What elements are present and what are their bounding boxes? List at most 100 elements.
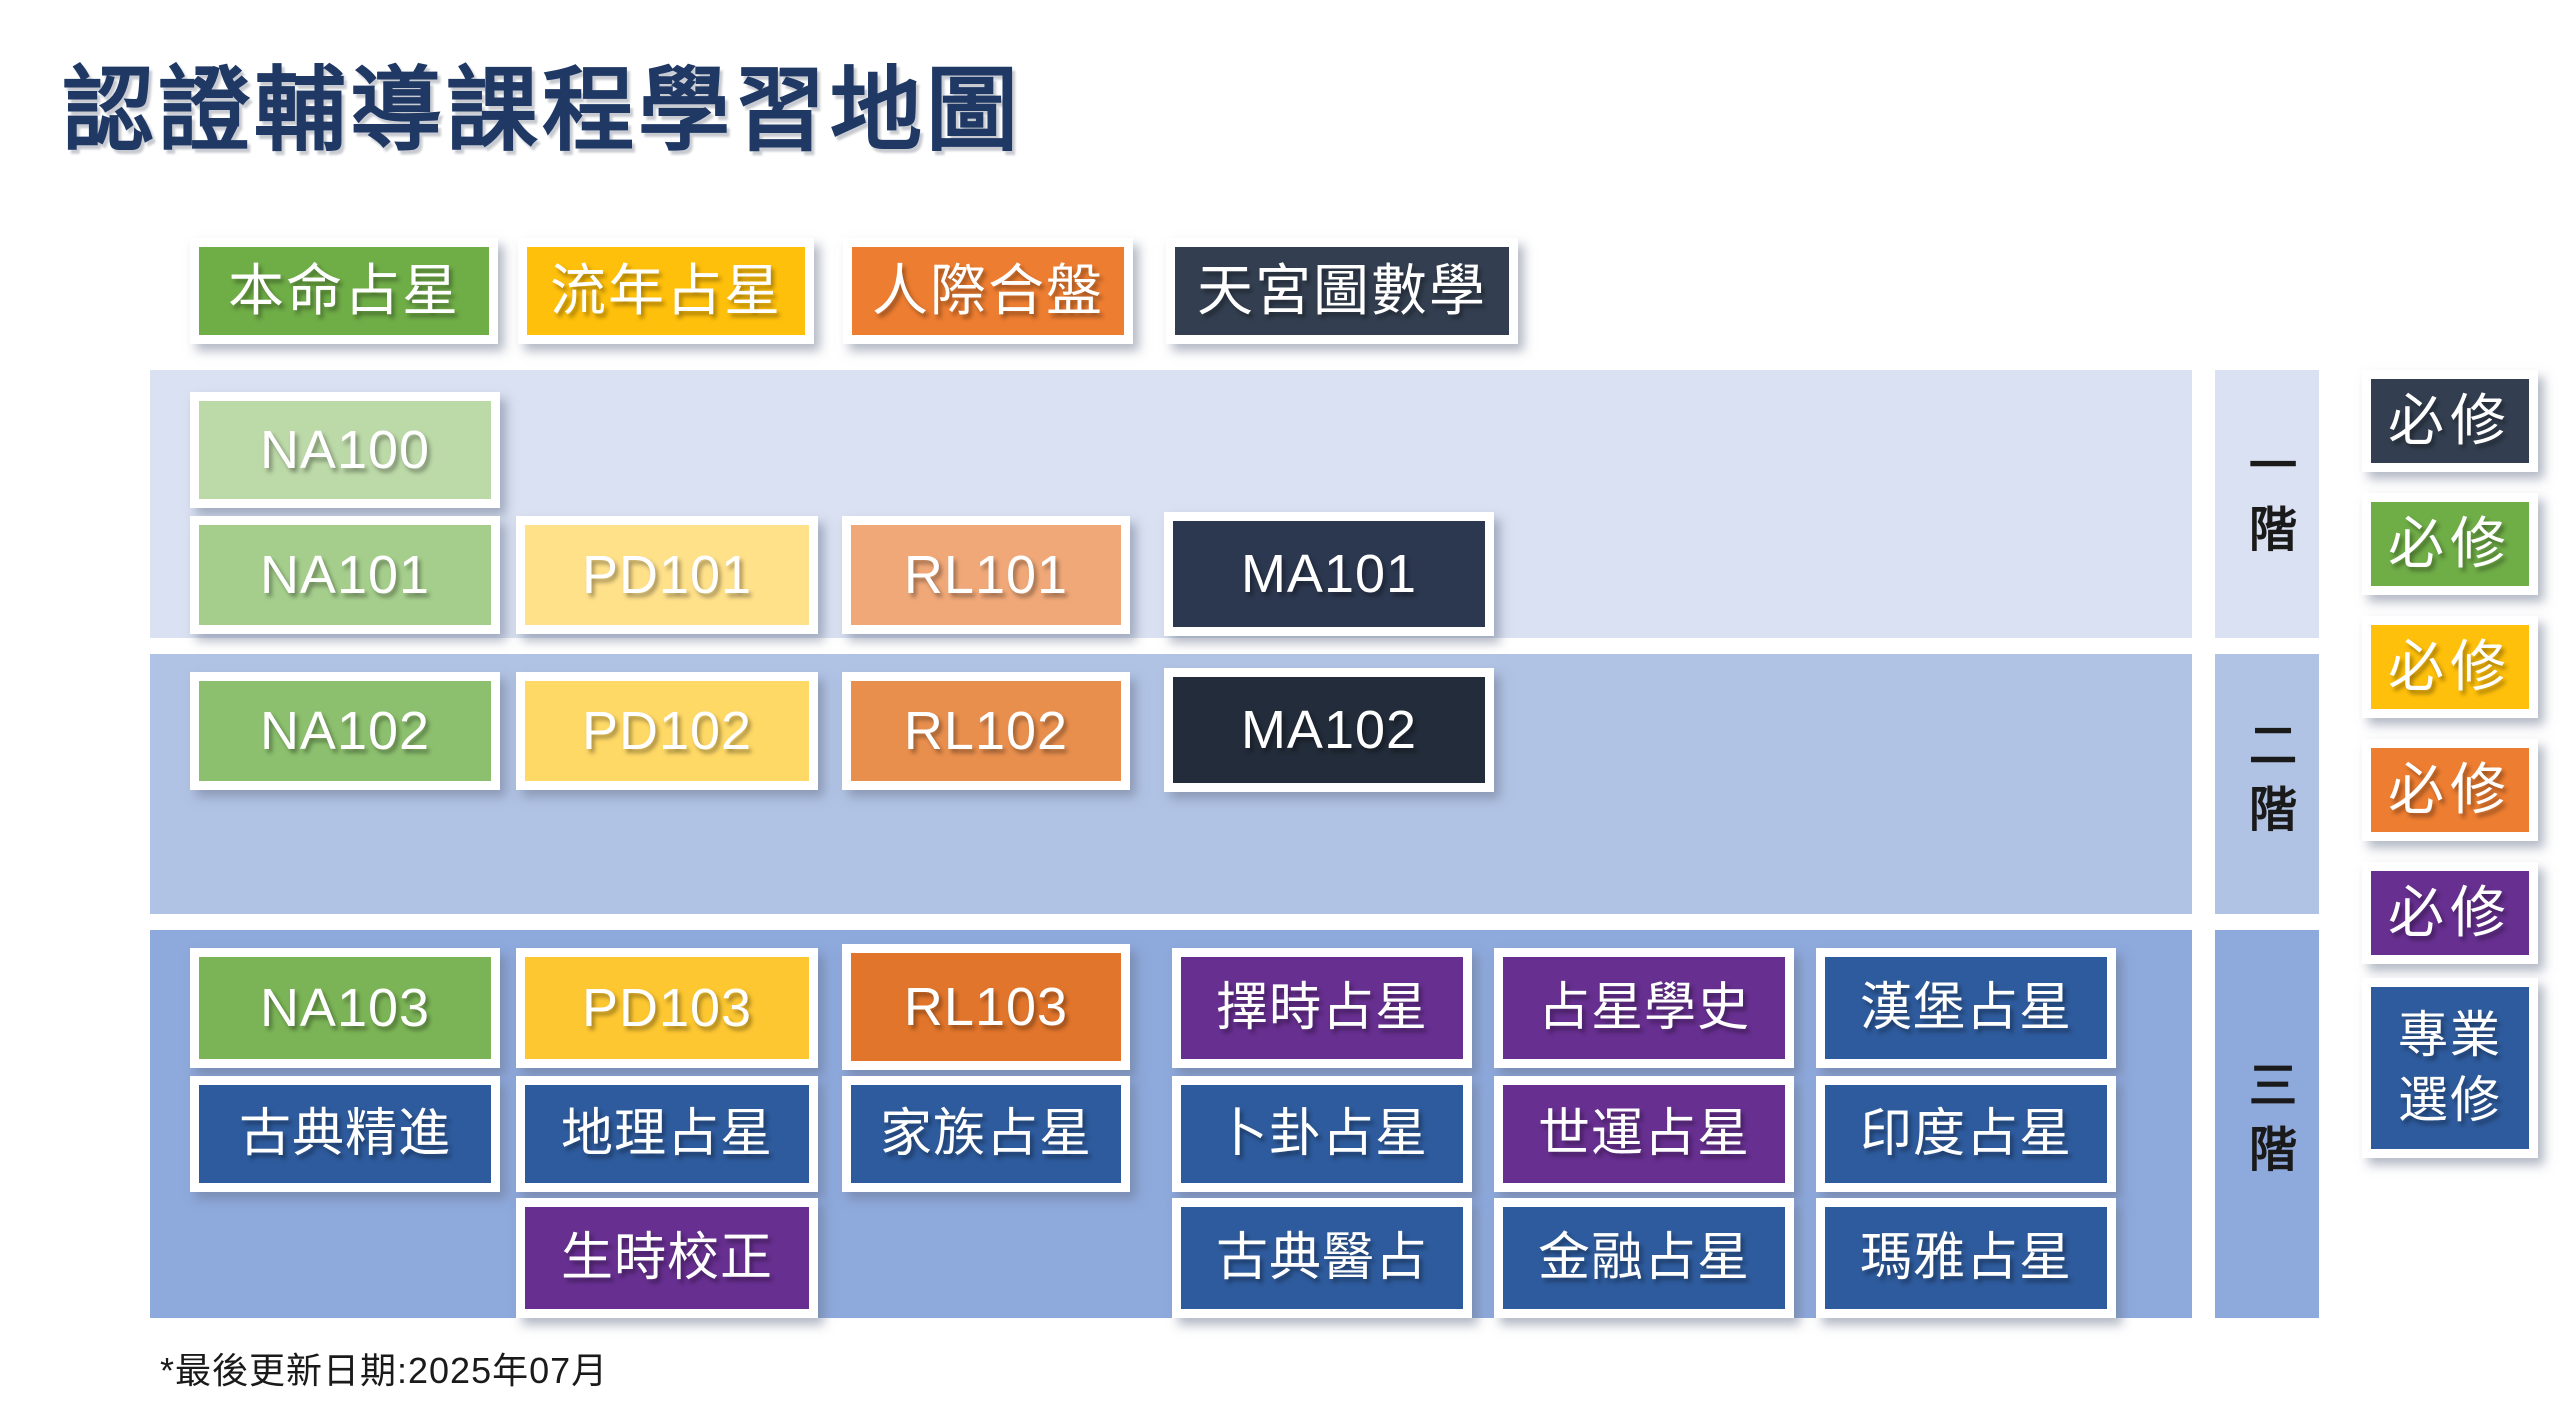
box-fill: 必修 <box>2371 871 2529 955</box>
side-legend-required-orange: 必修 <box>2362 739 2538 841</box>
box-label: 古典精進 <box>238 1105 451 1163</box>
tier2-label: 二階 <box>2241 720 2294 848</box>
box-fill: RL101 <box>851 525 1121 625</box>
box-label: 擇時占星 <box>1215 979 1428 1037</box>
course-box-pd101: PD101 <box>516 516 818 634</box>
box-label: RL103 <box>903 977 1069 1037</box>
course-box-financial-astrology: 金融占星 <box>1494 1198 1794 1318</box>
course-box-ma102: MA102 <box>1164 668 1494 792</box>
box-label: 必修 <box>2388 881 2512 944</box>
course-box-na102: NA102 <box>190 672 500 790</box>
course-box-birth-time-rectification: 生時校正 <box>516 1198 818 1318</box>
course-box-classical-medical-astrology: 古典醫占 <box>1172 1198 1472 1318</box>
side-legend-required-purple: 必修 <box>2362 862 2538 964</box>
box-label: NA102 <box>259 701 431 761</box>
box-label: 地理占星 <box>560 1105 773 1163</box>
legend-horoscope-math: 天宮圖數學 <box>1166 238 1518 344</box>
box-fill: NA100 <box>199 401 491 499</box>
box-label: 必修 <box>2388 389 2512 452</box>
box-fill: 天宮圖數學 <box>1175 247 1509 335</box>
box-label: 流年占星 <box>550 259 782 322</box>
box-fill: RL103 <box>851 953 1121 1061</box>
box-label: 必修 <box>2388 635 2512 698</box>
tier1-label: 一階 <box>2241 440 2294 568</box>
box-label: MA102 <box>1240 700 1418 760</box>
course-box-vedic-astrology: 印度占星 <box>1816 1076 2116 1192</box>
course-box-mayan-astrology: 瑪雅占星 <box>1816 1198 2116 1318</box>
course-box-na101: NA101 <box>190 516 500 634</box>
box-fill: 擇時占星 <box>1181 957 1463 1059</box>
box-fill: 家族占星 <box>851 1085 1121 1183</box>
course-box-pd103: PD103 <box>516 948 818 1068</box>
box-fill: PD101 <box>525 525 809 625</box>
box-label: NA101 <box>259 545 431 605</box>
side-legend-required-green: 必修 <box>2362 493 2538 595</box>
box-fill: NA103 <box>199 957 491 1059</box>
course-box-rl103: RL103 <box>842 944 1130 1070</box>
box-label: 生時校正 <box>560 1229 773 1287</box>
course-box-pd102: PD102 <box>516 672 818 790</box>
box-fill: MA102 <box>1173 677 1485 783</box>
box-fill: 必修 <box>2371 502 2529 586</box>
box-fill: 金融占星 <box>1503 1207 1785 1309</box>
box-label: 瑪雅占星 <box>1859 1229 2072 1287</box>
box-fill: 必修 <box>2371 379 2529 463</box>
box-label: 世運占星 <box>1537 1105 1750 1163</box>
box-fill: 古典醫占 <box>1181 1207 1463 1309</box>
box-fill: 印度占星 <box>1825 1085 2107 1183</box>
page-title: 認證輔導課程學習地圖 <box>62 60 1023 162</box>
course-box-family-astrology: 家族占星 <box>842 1076 1130 1192</box>
box-fill: 古典精進 <box>199 1085 491 1183</box>
tier3-label: 三階 <box>2241 1060 2294 1188</box>
legend-predictive-astrology: 流年占星 <box>518 238 814 344</box>
box-label: 印度占星 <box>1859 1105 2072 1163</box>
course-box-electional-astrology: 擇時占星 <box>1172 948 1472 1068</box>
box-fill: 占星學史 <box>1503 957 1785 1059</box>
box-label: 本命占星 <box>228 259 460 322</box>
box-label: MA101 <box>1240 544 1418 604</box>
box-label: 占星學史 <box>1537 979 1750 1037</box>
box-label: 古典醫占 <box>1215 1229 1428 1287</box>
box-label: NA103 <box>259 978 431 1038</box>
course-box-na100: NA100 <box>190 392 500 508</box>
box-fill: 地理占星 <box>525 1085 809 1183</box>
legend-natal-astrology: 本命占星 <box>190 238 498 344</box>
box-fill: 本命占星 <box>199 247 489 335</box>
box-label: 人際合盤 <box>872 259 1104 322</box>
course-box-geographic-astrology: 地理占星 <box>516 1076 818 1192</box>
course-box-mundane-astrology: 世運占星 <box>1494 1076 1794 1192</box>
course-box-rl101: RL101 <box>842 516 1130 634</box>
box-label: 金融占星 <box>1537 1229 1750 1287</box>
course-box-ma101: MA101 <box>1164 512 1494 636</box>
box-fill: NA101 <box>199 525 491 625</box>
box-label: 必修 <box>2388 512 2512 575</box>
box-fill: PD102 <box>525 681 809 781</box>
box-fill: 世運占星 <box>1503 1085 1785 1183</box>
last-updated-note: *最後更新日期:2025年07月 <box>160 1350 609 1391</box>
box-fill: 人際合盤 <box>852 247 1124 335</box>
box-label: PD102 <box>581 701 753 761</box>
legend-relationship-synastry: 人際合盤 <box>843 238 1133 344</box>
course-box-rl102: RL102 <box>842 672 1130 790</box>
side-legend-professional-elective: 專業選修 <box>2362 978 2538 1158</box>
box-label: PD103 <box>581 978 753 1038</box>
box-fill: RL102 <box>851 681 1121 781</box>
box-fill: 瑪雅占星 <box>1825 1207 2107 1309</box>
box-label: 漢堡占星 <box>1859 979 2072 1037</box>
side-legend-required-gold: 必修 <box>2362 616 2538 718</box>
box-fill: MA101 <box>1173 521 1485 627</box>
box-label: 專業選修 <box>2398 1007 2502 1128</box>
box-label: 卜卦占星 <box>1215 1105 1428 1163</box>
box-fill: 專業選修 <box>2371 987 2529 1149</box>
course-box-na103: NA103 <box>190 948 500 1068</box>
tier2-label-block: 二階 <box>2215 654 2319 914</box>
box-label: RL101 <box>903 545 1069 605</box>
box-fill: NA102 <box>199 681 491 781</box>
course-box-hamburg-astrology: 漢堡占星 <box>1816 948 2116 1068</box>
box-fill: PD103 <box>525 957 809 1059</box>
course-box-astrology-history: 占星學史 <box>1494 948 1794 1068</box>
box-label: 家族占星 <box>879 1105 1092 1163</box>
course-box-classical-advanced: 古典精進 <box>190 1076 500 1192</box>
box-label: PD101 <box>581 545 753 605</box>
